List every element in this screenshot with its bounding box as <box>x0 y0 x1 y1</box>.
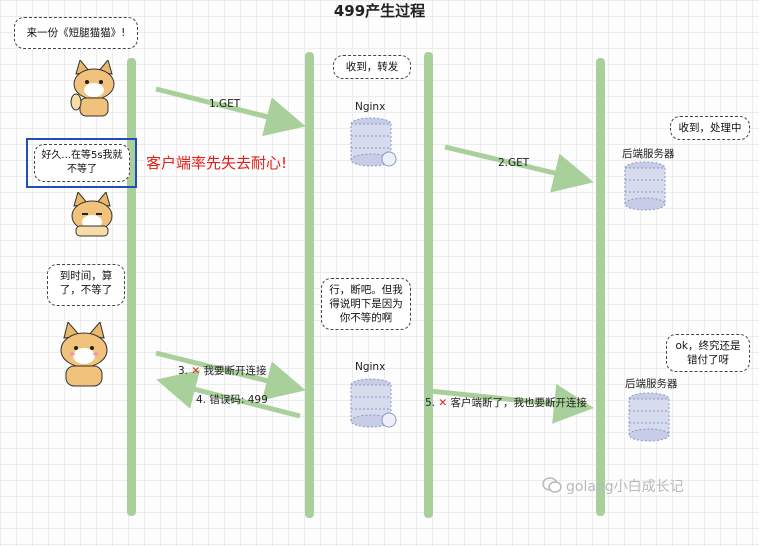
server-icon <box>628 392 670 442</box>
arrow-4-error <box>156 369 301 419</box>
arrow-3-disconnect <box>155 350 306 401</box>
arrow-2-label: 2.GET <box>498 157 530 169</box>
server-icon <box>624 161 666 211</box>
nginx-bubble-2: 行，断吧。但我得说明下是因为你不等的啊 <box>321 278 411 330</box>
backend-bubble-2: ok，终究还是错付了呀 <box>666 334 750 372</box>
backend-bubble-1: 收到，处理中 <box>670 116 750 140</box>
shiba-dog-icon <box>60 322 108 387</box>
nginx-label-1: Nginx <box>355 101 386 113</box>
arrow-4-label: 4. 错误码: 499 <box>196 394 268 406</box>
server-icon <box>350 378 397 428</box>
backend-label-2: 后端服务器 <box>625 378 678 390</box>
shiba-dog-icon <box>70 60 115 117</box>
cross-icon: ✕ <box>191 365 201 377</box>
arrow-5-disconnect <box>429 384 594 424</box>
client-bubble-3: 到时间，算了，不等了 <box>47 264 125 306</box>
arrow-1-get <box>155 86 306 137</box>
client-bubble-1: 来一份《短腿猫猫》! <box>14 17 138 49</box>
arrow-2-get <box>444 144 594 193</box>
backend-label-1: 后端服务器 <box>622 148 675 160</box>
nginx-lifeline-left <box>305 52 314 518</box>
backend-lifeline <box>596 58 605 516</box>
highlight-box <box>26 138 137 188</box>
arrow-5-label: 5. ✕ 客户端断了，我也要断开连接 <box>425 397 588 409</box>
arrow-1-label: 1.GET <box>209 98 241 110</box>
shiba-dog-icon <box>71 192 113 237</box>
wechat-icon <box>542 477 562 493</box>
nginx-lifeline-right <box>424 52 433 518</box>
server-icon <box>350 117 397 167</box>
annotation-text: 客户端率先失去耐心! <box>146 154 288 172</box>
client-bubble-2: 好久...在等5s我就不等了 <box>34 144 130 182</box>
cross-icon: ✕ <box>438 397 448 409</box>
diagram-title: 499产生过程 <box>333 2 426 20</box>
watermark: golang小白成长记 <box>566 479 684 495</box>
nginx-bubble-1: 收到，转发 <box>333 55 411 79</box>
client-lifeline <box>127 58 136 516</box>
arrow-3-label: 3. ✕ 我要断开连接 <box>178 365 267 377</box>
nginx-label-2: Nginx <box>355 361 386 373</box>
